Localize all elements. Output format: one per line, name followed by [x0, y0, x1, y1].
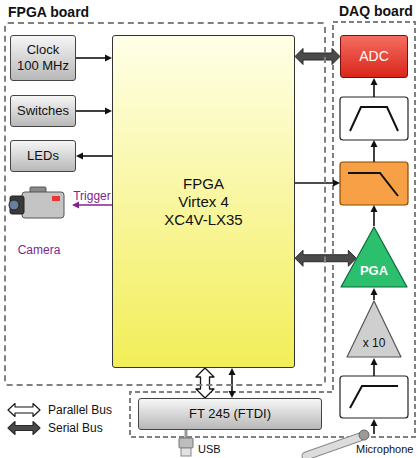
highpass-filter — [340, 376, 408, 418]
adc-box: ADC — [340, 35, 408, 78]
arrow-head — [105, 108, 112, 115]
board-region: FPGA boardClock 100 MHzSwitchesLEDsCamer… — [4, 22, 326, 386]
amplifier-label: x 10 — [363, 336, 386, 350]
signal-arrow — [371, 288, 378, 300]
leds-box: LEDs — [10, 140, 76, 172]
bandpass-filter — [340, 97, 408, 140]
legend: Parallel BusSerial Bus — [6, 401, 112, 437]
arrow-head — [76, 153, 83, 160]
box-label: Switches — [17, 103, 69, 119]
usb-chip-box: FT 245 (FTDI) — [138, 398, 322, 430]
clock-box: Clock 100 MHz — [10, 35, 76, 81]
box-label: FT 245 (FTDI) — [189, 406, 271, 422]
legend-item: Parallel Bus — [6, 401, 112, 419]
camera-icon: Camera — [6, 180, 72, 260]
board-heading: DAQ board — [339, 3, 413, 20]
legend-sample — [6, 421, 42, 435]
arrow-head — [229, 391, 236, 398]
edge-label: Trigger — [73, 189, 111, 203]
signal-arrow — [76, 55, 112, 62]
usb-plug-icon — [179, 430, 193, 456]
sensor-label: Microphone — [356, 443, 413, 456]
board-heading: FPGA board — [8, 4, 89, 21]
amplifier-triangle: x 10 — [346, 300, 402, 358]
lowpass-filter — [340, 162, 408, 205]
box-label: ADC — [359, 48, 389, 65]
connector-line — [78, 204, 112, 206]
signal-arrow — [76, 153, 112, 160]
camera-label: Camera — [18, 243, 61, 257]
connector-line — [82, 155, 112, 157]
arrow-head — [371, 288, 378, 295]
fpga-chip: FPGA Virtex 4 XC4V-LX35 — [112, 35, 295, 368]
bus-arrow — [196, 368, 214, 398]
legend-label: Parallel Bus — [48, 403, 112, 417]
chip-label: FPGA Virtex 4 XC4V-LX35 — [163, 175, 244, 229]
port-label: USB — [198, 443, 221, 456]
bus-arrow — [295, 49, 340, 65]
amplifier-label: PGA — [360, 263, 388, 279]
signal-arrow — [76, 108, 112, 115]
connector-line — [76, 110, 106, 112]
box-label: Clock 100 MHz — [16, 42, 70, 73]
signal-arrow — [229, 368, 236, 398]
legend-sample — [6, 403, 42, 417]
board-region: DAQ boardADCPGAx 10 — [333, 22, 415, 437]
arrow-head — [105, 55, 112, 62]
parallel-bus-arrow — [196, 368, 214, 398]
connector-line — [231, 374, 233, 392]
legend-item: Serial Bus — [6, 419, 112, 437]
serial-bus-arrow — [295, 49, 340, 65]
camera-picture — [6, 180, 72, 232]
triangle-outline — [340, 226, 408, 288]
legend-label: Serial Bus — [48, 421, 103, 435]
connector-line — [76, 57, 106, 59]
switches-box: Switches — [10, 95, 76, 127]
arrow-head — [229, 368, 236, 375]
box-label: LEDs — [27, 148, 59, 164]
amplifier-triangle: PGA — [340, 226, 408, 288]
